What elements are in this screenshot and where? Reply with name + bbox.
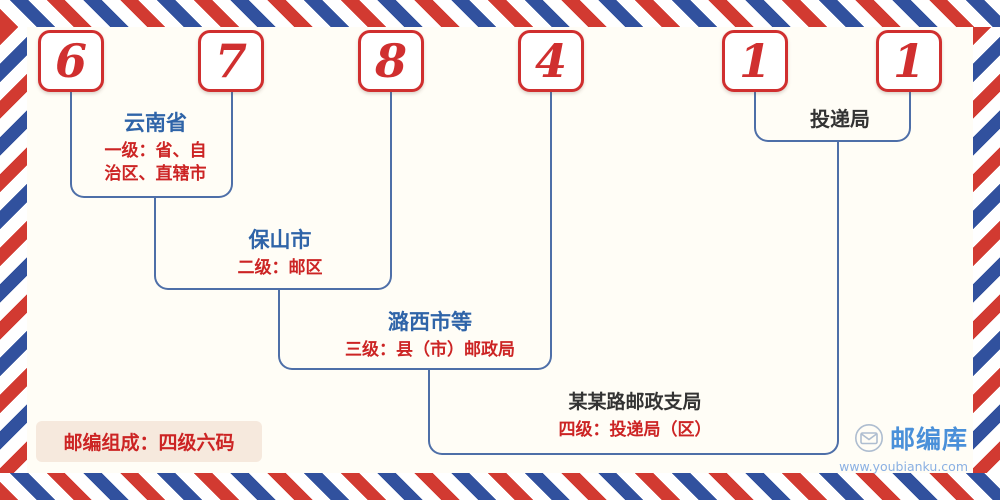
postal-digit-4: 4 bbox=[518, 30, 584, 92]
delivery-office-name: 投递局 bbox=[810, 107, 870, 131]
level1-description-line2: 治区、直辖市 bbox=[104, 164, 207, 185]
level1-label: 云南省 一级：省、自 治区、直辖市 bbox=[78, 110, 233, 186]
connector-level2-bracket-left bbox=[154, 196, 280, 290]
composition-badge-text: 邮编组成：四级六码 bbox=[63, 432, 235, 454]
site-logo[interactable]: 邮编库 www.youbianku.com bbox=[808, 420, 968, 474]
connector-level3-bracket-right bbox=[426, 92, 552, 370]
connector-level1-bracket bbox=[70, 92, 233, 198]
connector-level4-bracket-right bbox=[634, 140, 839, 455]
airmail-border-right bbox=[973, 27, 1000, 473]
composition-badge: 邮编组成：四级六码 bbox=[36, 421, 262, 462]
postal-digit-6: 1 bbox=[876, 30, 942, 92]
connector-level3-bracket-left bbox=[278, 288, 426, 370]
envelope-icon bbox=[854, 424, 883, 452]
level2-region-name: 保山市 bbox=[248, 228, 312, 252]
delivery-office-label: 投递局 bbox=[760, 107, 920, 132]
postal-digit-2: 7 bbox=[198, 30, 264, 92]
postal-digit-3: 8 bbox=[358, 30, 424, 92]
connector-level4-bracket-left bbox=[428, 368, 634, 455]
connector-delivery-bracket bbox=[754, 92, 911, 142]
level1-region-name: 云南省 bbox=[124, 111, 187, 135]
level2-label: 保山市 二级：邮区 bbox=[170, 227, 390, 280]
site-logo-url[interactable]: www.youbianku.com bbox=[839, 459, 968, 474]
airmail-border-left bbox=[0, 27, 27, 473]
site-logo-title: 邮编库 bbox=[889, 425, 968, 454]
connector-level2-bracket-right bbox=[280, 92, 392, 290]
level3-label: 潞西市等 三级：县（市）邮政局 bbox=[295, 309, 565, 362]
level2-description: 二级：邮区 bbox=[237, 258, 323, 279]
postal-digit-1: 6 bbox=[38, 30, 104, 92]
airmail-border-bottom bbox=[0, 473, 1000, 500]
airmail-border-top bbox=[0, 0, 1000, 27]
level4-description: 四级：投递局（区） bbox=[558, 419, 712, 440]
level3-region-name: 潞西市等 bbox=[388, 310, 472, 334]
site-logo-row: 邮编库 bbox=[808, 420, 968, 456]
level1-description: 一级：省、自 治区、直辖市 bbox=[78, 140, 233, 186]
level1-description-line1: 一级：省、自 bbox=[104, 141, 207, 162]
level4-office-name: 某某路邮政支局 bbox=[568, 391, 702, 413]
level4-label: 某某路邮政支局 四级：投递局（区） bbox=[480, 391, 790, 442]
level3-description: 三级：县（市）邮政局 bbox=[345, 340, 515, 361]
postal-digit-5: 1 bbox=[722, 30, 788, 92]
